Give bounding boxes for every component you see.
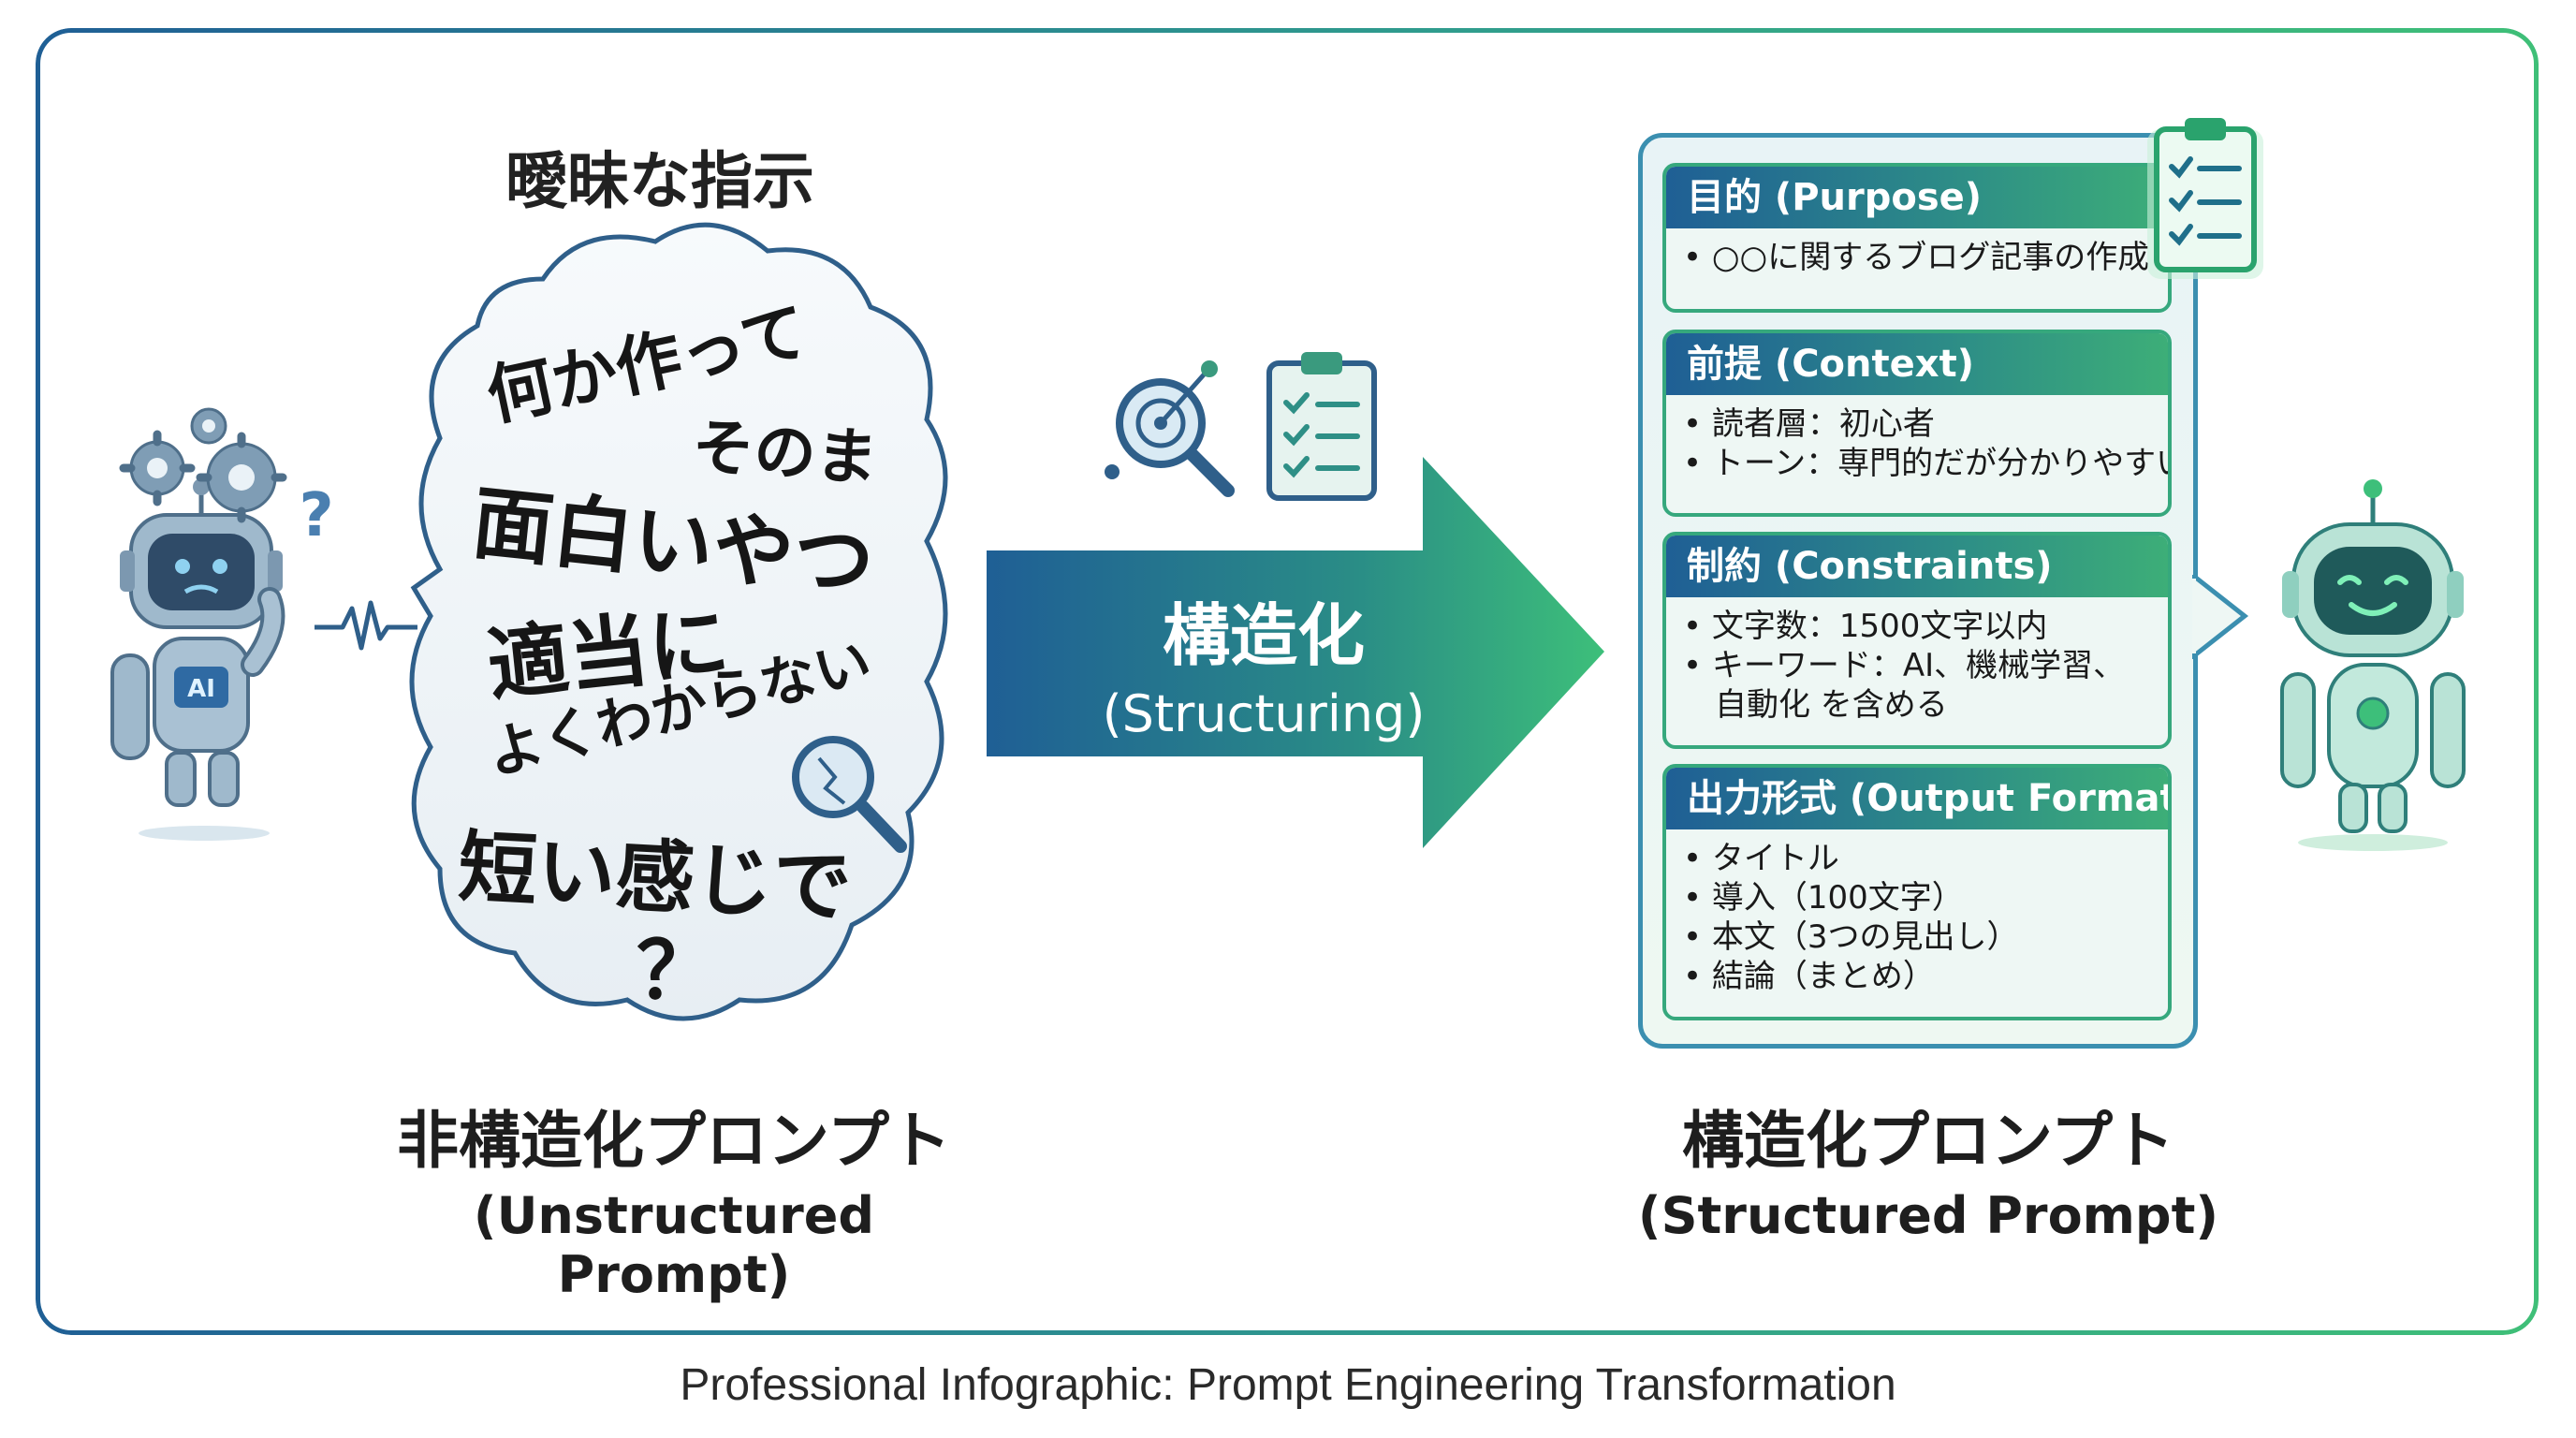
section-purpose: 目的 (Purpose) • ○○に関するブログ記事の作成 [1662,163,2172,313]
section-constraints-header: 制約 (Constraints) [1666,536,2168,597]
structuring-label: 構造化 (Structuring) [1067,580,1460,743]
section-purpose-header: 目的 (Purpose) [1666,167,2168,228]
speech-pointer [2192,575,2249,659]
section-context-item: • 読者層：初心者 [1683,405,1935,443]
transform-arrow [987,457,1604,848]
section-context-item: • トーン：専門的だが分かりやすい [1683,445,2172,482]
section-constraints-item: 自動化 を含める [1683,686,1948,724]
magnifier-target-icon [1105,360,1235,497]
section-output-format: 出力形式 (Output Format) • タイトル • 導入（100文字） … [1662,764,2172,1020]
section-context-header: 前提 (Context) [1666,333,2168,395]
section-output-format-item: • タイトル [1683,840,1839,877]
broken-magnifier-icon [792,736,907,853]
structured-label: 構造化プロンプト (Structured Prompt) [1610,1091,2247,1245]
question-mark-icon: ? [299,481,333,550]
section-constraints: 制約 (Constraints) • 文字数：1500文字以内 • キーワード：… [1662,532,2172,749]
section-output-format-header: 出力形式 (Output Format) [1666,768,2168,829]
signal-squiggle-icon [315,600,417,651]
structured-label-jp: 構造化プロンプト [1681,1105,2175,1177]
structuring-label-en: (Structuring) [1102,684,1426,743]
happy-robot-icon [2280,479,2466,851]
structuring-label-jp: 構造化 [1162,596,1365,675]
unstructured-label: 非構造化プロンプト (Unstructured Prompt) [384,1091,964,1304]
unstructured-label-jp: 非構造化プロンプト [396,1105,952,1177]
section-output-format-item: • 結論（まとめ） [1683,958,1935,995]
section-purpose-item: • ○○に関するブログ記事の作成 [1683,239,2150,276]
unstructured-label-en: (Unstructured Prompt) [473,1186,875,1304]
glowing-checklist-icon [2147,118,2263,279]
ambiguous-title: 曖昧な指示 [505,145,814,217]
structured-label-en: (Structured Prompt) [1637,1186,2219,1245]
confused-robot-icon: AI [110,478,285,841]
section-output-format-item: • 本文（3つの見出し） [1683,918,2019,956]
thought-bubble [409,222,948,1021]
clipboard-checklist-icon [1266,352,1377,501]
section-constraints-item: • キーワード：AI、機械学習、 [1683,647,2126,684]
section-constraints-item: • 文字数：1500文字以内 [1683,608,2048,645]
section-output-format-item: • 導入（100文字） [1683,879,1964,917]
svg-text:AI: AI [187,675,215,703]
gear-icon [119,407,287,523]
svg-text:?: ? [299,481,333,550]
bubble-line-7: ？ [637,925,716,1017]
figure-caption: Professional Infographic: Prompt Enginee… [680,1360,1896,1410]
section-context: 前提 (Context) • 読者層：初心者 • トーン：専門的だが分かりやすい [1662,330,2172,517]
